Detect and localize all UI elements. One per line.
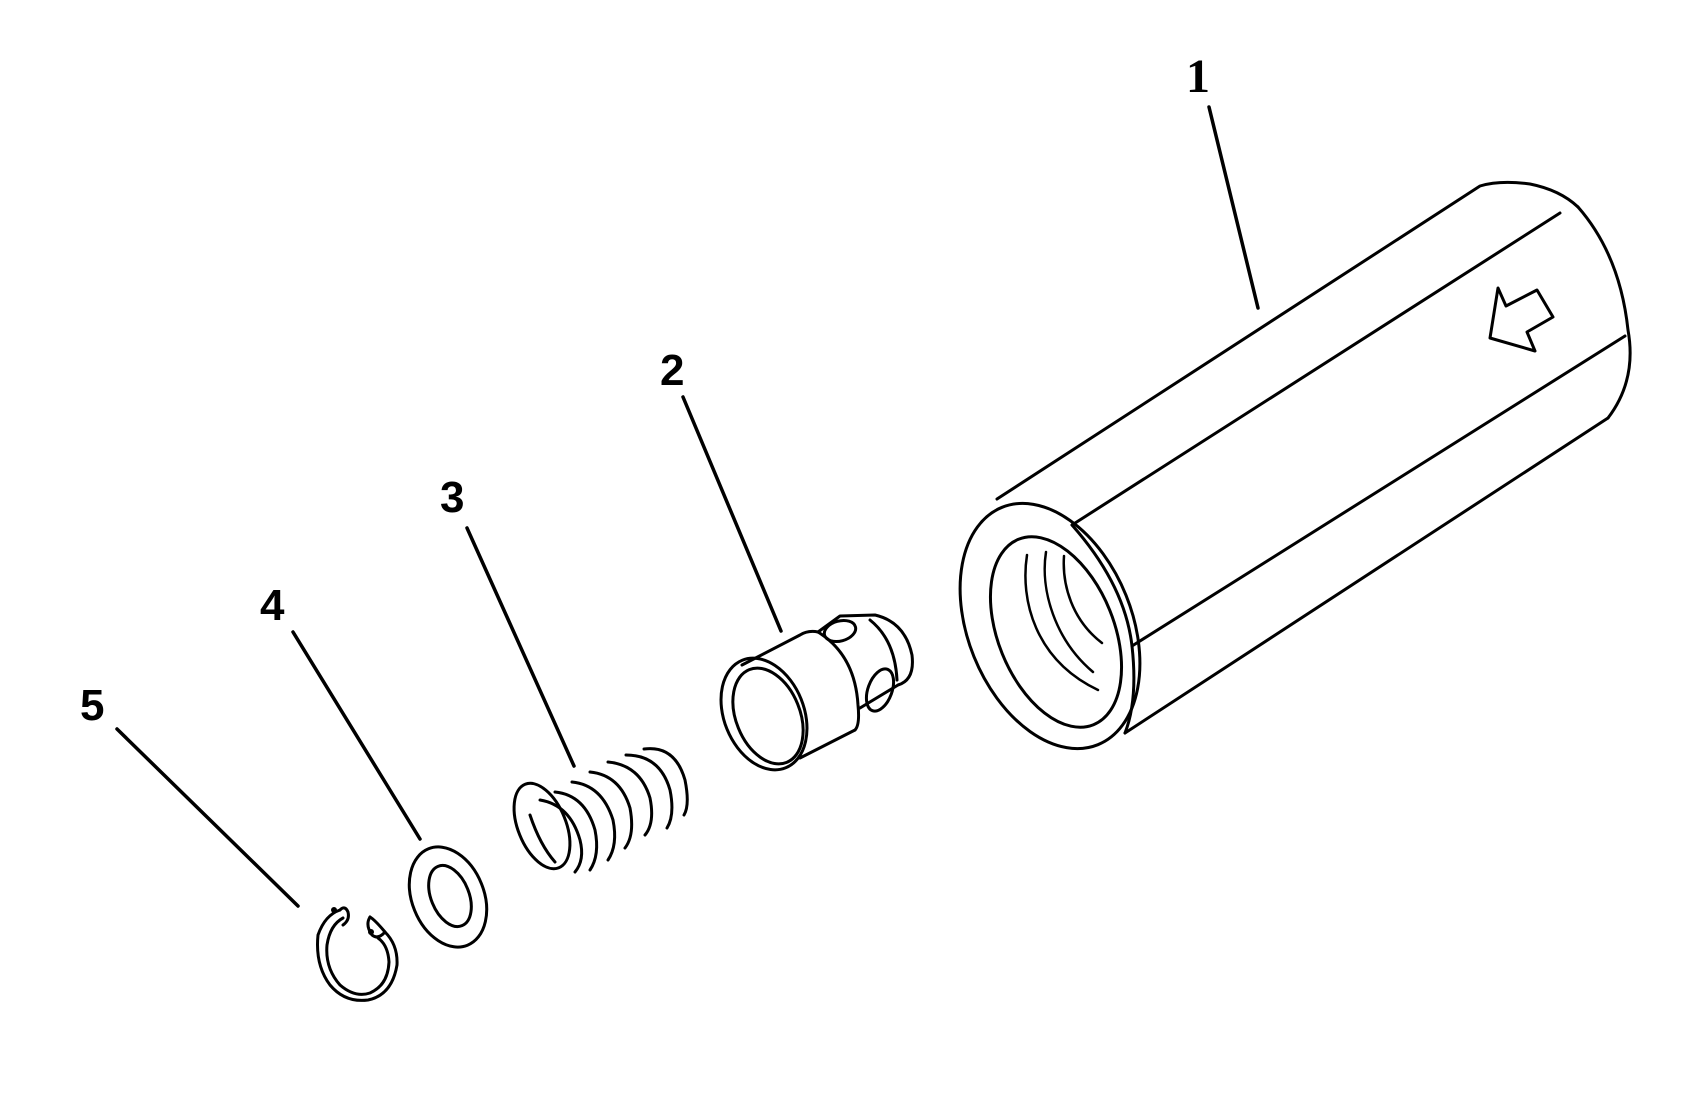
snap-ring-hole-icon <box>368 929 374 935</box>
part-3-spring <box>512 747 689 874</box>
leader-line-3 <box>465 526 576 768</box>
part-5-snap-ring <box>316 906 399 1002</box>
part-1-housing <box>958 180 1632 751</box>
callout-label-4: 4 <box>260 581 285 630</box>
callout-label-5: 5 <box>80 681 104 730</box>
callout-label-3: 3 <box>440 473 464 522</box>
part-4-washer <box>407 845 489 949</box>
leader-line-5 <box>115 727 300 908</box>
leader-line-4 <box>291 630 422 841</box>
leader-line-1 <box>1207 105 1260 310</box>
callout-label-2: 2 <box>660 346 684 395</box>
arrow-down-left-icon <box>1488 286 1555 353</box>
callout-label-1: 1 <box>1186 50 1210 103</box>
part-2-poppet <box>719 613 914 772</box>
leader-line-2 <box>681 395 783 633</box>
snap-ring-hole-icon <box>331 907 337 913</box>
